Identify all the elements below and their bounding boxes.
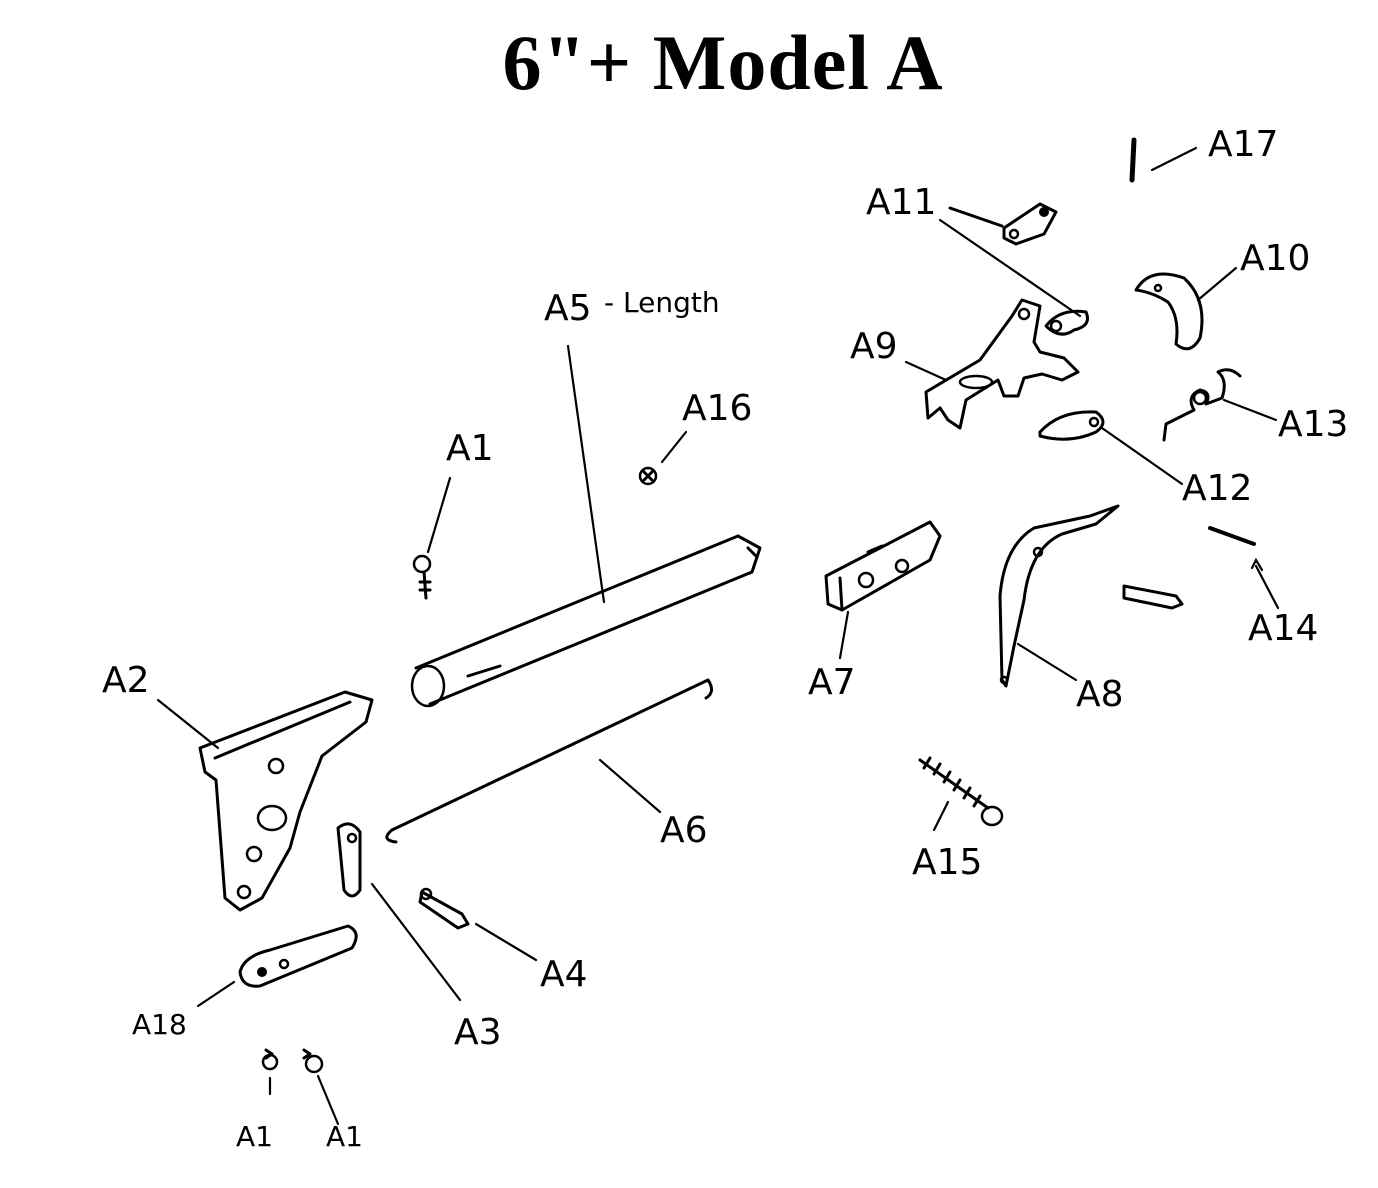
- part-a12-plate: [1038, 410, 1105, 441]
- label-a5-note: - Length: [604, 286, 720, 319]
- label-a7: A7: [808, 662, 856, 703]
- label-a9: A9: [850, 326, 898, 367]
- label-a2: A2: [102, 660, 150, 701]
- part-a18-plate: [238, 924, 358, 988]
- label-a16: A16: [682, 388, 752, 429]
- part-a16-nut: [638, 466, 658, 486]
- label-a8: A8: [1076, 674, 1124, 715]
- label-a1-left: A1: [236, 1120, 273, 1153]
- part-a14-pin: [1208, 526, 1256, 546]
- leader-lines: [156, 146, 1280, 1126]
- part-a1-screw-right: [302, 1048, 324, 1074]
- part-a8-arm: [998, 504, 1120, 688]
- part-a2-bracket: [198, 690, 374, 912]
- part-a17-bar: [1129, 137, 1137, 183]
- label-a3: A3: [454, 1012, 502, 1053]
- part-a6-rod: [385, 678, 713, 844]
- label-a5: A5: [544, 288, 592, 329]
- part-a7-block: [824, 520, 942, 612]
- page-title: 6"+ Model A: [502, 19, 944, 106]
- part-a4-pin: [418, 887, 470, 930]
- label-a17: A17: [1208, 124, 1278, 165]
- label-a1-top: A1: [446, 428, 494, 469]
- label-a4: A4: [540, 954, 588, 995]
- label-a10: A10: [1240, 238, 1310, 279]
- part-a11-bracket: [948, 202, 1058, 246]
- label-a14: A14: [1248, 608, 1318, 649]
- part-a11-link: [1044, 309, 1089, 336]
- label-a12: A12: [1182, 468, 1252, 509]
- label-a1-right: A1: [326, 1120, 363, 1153]
- label-a18: A18: [132, 1008, 187, 1041]
- part-a1-screw-top: [412, 554, 432, 600]
- part-a5-tube: [410, 534, 762, 708]
- label-a15: A15: [912, 842, 982, 883]
- part-a13-spring: [1162, 368, 1242, 442]
- part-a3-link: [336, 822, 362, 898]
- part-a15-screw: [918, 756, 1004, 827]
- part-a1-screw-left: [261, 1048, 279, 1071]
- label-a6: A6: [660, 810, 708, 851]
- part-a9-lever: [924, 298, 1080, 430]
- label-a13: A13: [1278, 404, 1348, 445]
- part-small-pin: [1122, 584, 1184, 610]
- part-a10-crescent: [1134, 272, 1204, 351]
- label-a11: A11: [866, 182, 936, 223]
